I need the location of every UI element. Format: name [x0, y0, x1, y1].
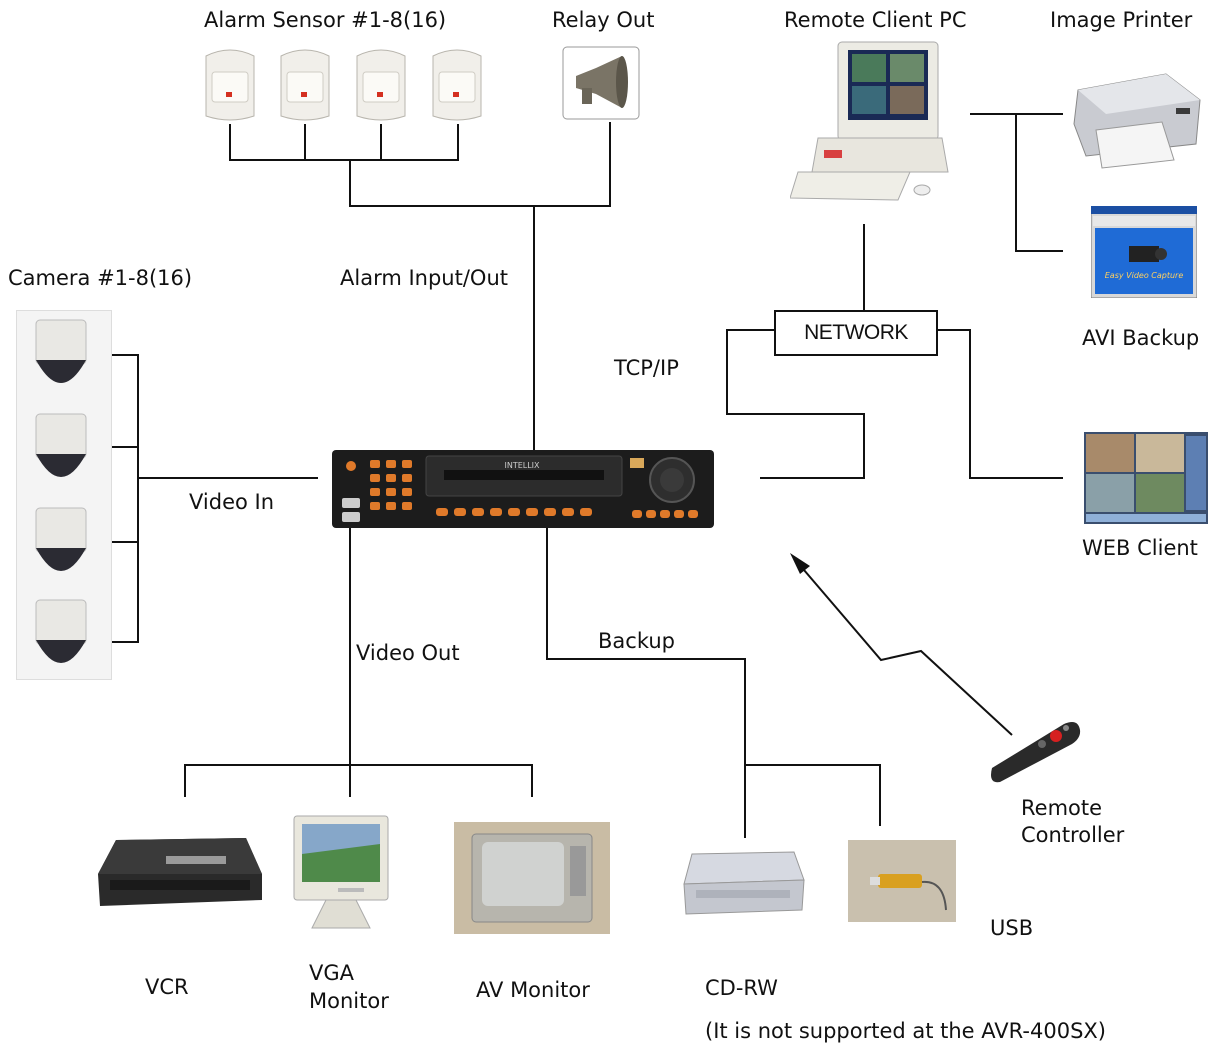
backup-line [546, 527, 746, 838]
vga-monitor-label-line1: VGA [309, 961, 355, 985]
alarm-io-label: Alarm Input/Out [340, 266, 508, 290]
relay-horn-icon [562, 46, 640, 120]
remote-client-pc-label: Remote Client PC [784, 8, 967, 32]
image-printer-label: Image Printer [1050, 8, 1193, 32]
alarm-sensor-icon [205, 49, 255, 121]
vga-monitor-icon [293, 815, 389, 929]
ir-arrowhead [790, 553, 810, 574]
avi-backup-label: AVI Backup [1082, 326, 1200, 350]
alarm-sensor-icon [280, 49, 330, 121]
network-box: NETWORK [774, 310, 938, 356]
avi-backup-screen-text: Easy Video Capture [1105, 271, 1184, 280]
vcr-icon [98, 838, 262, 906]
tcp-ip-label: TCP/IP [614, 356, 679, 380]
dvr-brand: INTELLIX [504, 461, 540, 470]
web-client-screen-icon [1084, 432, 1208, 524]
remote-controller-label-line2: Controller [1021, 823, 1125, 847]
remote-client-pc-icon [790, 41, 949, 201]
vcr-label: VCR [145, 975, 189, 999]
usb-label: USB [990, 916, 1034, 940]
dome-camera-icon [35, 413, 87, 477]
remote-controller-icon [991, 722, 1081, 783]
av-monitor-icon [454, 822, 610, 934]
alarm-sensor-bus [229, 124, 459, 161]
camera-bus [92, 354, 139, 643]
cd-rw-label: CD-RW [705, 976, 778, 1000]
web-client-label: WEB Client [1082, 536, 1198, 560]
ir-signal-line [797, 562, 1013, 736]
backup-label: Backup [598, 629, 675, 653]
cd-rw-drive-icon [683, 851, 805, 915]
camera-label: Camera #1-8(16) [8, 266, 193, 290]
vga-monitor-label-line2: Monitor [309, 989, 389, 1013]
relay-out-label: Relay Out [552, 8, 655, 32]
av-monitor-label: AV Monitor [476, 978, 590, 1002]
video-out-label: Video Out [356, 641, 460, 665]
usb-stick-icon [848, 840, 956, 922]
web-client-line [938, 329, 1063, 479]
tcp-ip-line [726, 329, 865, 479]
dvr-unit-icon: INTELLIX [332, 450, 714, 528]
dome-camera-icon [35, 599, 87, 663]
compatibility-note: (It is not supported at the AVR-400SX) [705, 1019, 1106, 1043]
alarm-trunk [349, 122, 611, 207]
dome-camera-icon [35, 507, 87, 571]
alarm-sensor-label: Alarm Sensor #1-8(16) [204, 8, 447, 32]
cameras [35, 319, 87, 663]
network-label: NETWORK [804, 321, 908, 344]
remote-controller-label-line1: Remote [1021, 796, 1103, 820]
dome-camera-icon [35, 319, 87, 383]
alarm-sensor-icon [356, 49, 406, 121]
avi-backup-screen-icon: Easy Video Capture [1091, 206, 1197, 298]
video-in-label: Video In [189, 490, 275, 514]
printer-icon [1073, 73, 1201, 169]
alarm-sensor-icon [432, 49, 482, 121]
alarm-sensors [205, 49, 482, 121]
